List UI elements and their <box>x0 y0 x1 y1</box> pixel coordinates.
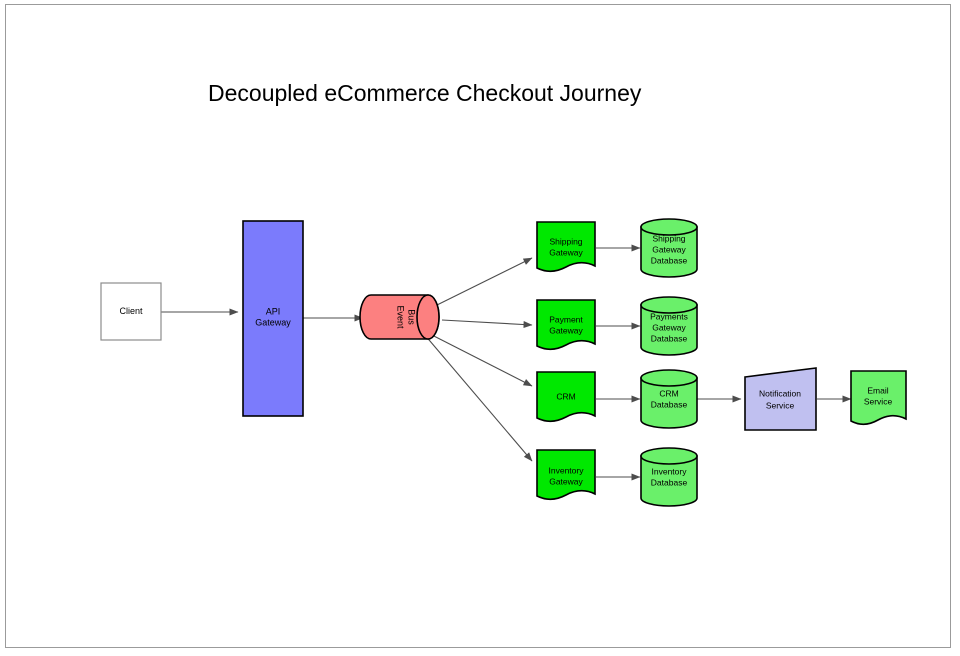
edge-event-bus-to-inventory-gateway <box>423 333 533 462</box>
diagram-canvas <box>5 4 951 648</box>
notification-service-shape <box>744 367 817 431</box>
node-inventory-gateway[interactable]: Inventory Gateway <box>536 449 596 501</box>
crm-database-body <box>640 377 698 429</box>
payments-gateway-database-label-line-2: Gateway <box>652 322 686 332</box>
edge-event-bus-to-shipping-gateway <box>436 257 533 306</box>
email-service-shape <box>850 370 907 426</box>
node-email-service[interactable]: Email Service <box>850 370 907 426</box>
payments-gateway-database-body <box>640 304 698 356</box>
shipping-gateway-label-line-2: Gateway <box>549 247 583 257</box>
shipping-gateway-database-label-line-3: Database <box>651 255 688 265</box>
edge-layer <box>161 244 852 481</box>
inventory-database-body <box>640 455 698 507</box>
node-inventory-database[interactable]: Inventory Database <box>640 447 698 507</box>
node-notification-service[interactable]: Notification Service <box>744 367 817 431</box>
client-shape <box>100 282 162 341</box>
inventory-gateway-label-line-2: Gateway <box>549 476 583 486</box>
crm-shape <box>536 371 596 423</box>
payments-gateway-database-top <box>640 296 698 314</box>
node-crm[interactable]: CRM <box>536 371 596 423</box>
api-gateway-label-line-2: Gateway <box>255 317 291 327</box>
shipping-gateway-database-label-line-2: Gateway <box>652 244 686 254</box>
node-shipping-gateway[interactable]: Shipping Gateway <box>536 221 596 273</box>
event-bus-label-line-2: Bus <box>407 309 417 325</box>
inventory-database-top <box>640 447 698 465</box>
inventory-gateway-label-line-1: Inventory <box>549 465 585 475</box>
event-bus-label-line-1: Event <box>396 305 406 329</box>
crm-database-top <box>640 369 698 387</box>
api-gateway-shape <box>242 220 304 417</box>
shipping-gateway-database-label-line-1: Shipping <box>652 233 685 243</box>
shipping-gateway-database-top <box>640 218 698 236</box>
node-client[interactable]: Client <box>100 282 162 341</box>
notification-service-label-line-2: Service <box>766 400 795 410</box>
shipping-gateway-shape <box>536 221 596 273</box>
payment-gateway-label-line-2: Gateway <box>549 325 583 335</box>
diagram-title: Decoupled eCommerce Checkout Journey <box>208 80 642 106</box>
node-event-bus[interactable]: Event Bus <box>359 294 440 340</box>
crm-database-label-line-1: CRM <box>659 388 678 398</box>
inventory-database-label-line-2: Database <box>651 477 688 487</box>
shipping-gateway-database-body <box>640 226 698 278</box>
node-payment-gateway[interactable]: Payment Gateway <box>536 299 596 351</box>
notification-service-label-line-1: Notification <box>759 388 801 398</box>
node-shipping-gateway-database[interactable]: Shipping Gateway Database <box>640 218 698 278</box>
client-label: Client <box>119 306 143 316</box>
edge-event-bus-to-payment-gateway <box>441 319 533 329</box>
inventory-database-label-line-1: Inventory <box>652 466 688 476</box>
email-service-label-line-2: Service <box>864 396 893 406</box>
node-crm-database[interactable]: CRM Database <box>640 369 698 429</box>
inventory-gateway-shape <box>536 449 596 501</box>
event-bus-cap <box>416 294 440 340</box>
payment-gateway-shape <box>536 299 596 351</box>
crm-label: CRM <box>556 391 575 401</box>
email-service-label-line-1: Email <box>867 385 888 395</box>
crm-database-label-line-2: Database <box>651 399 688 409</box>
payments-gateway-database-label-line-1: Payments <box>650 311 688 321</box>
payment-gateway-label-line-1: Payment <box>549 314 583 324</box>
edge-event-bus-to-crm <box>427 332 533 387</box>
payments-gateway-database-label-line-3: Database <box>651 333 688 343</box>
node-payments-gateway-database[interactable]: Payments Gateway Database <box>640 296 698 356</box>
node-api-gateway[interactable]: API Gateway <box>242 220 304 417</box>
api-gateway-label-line-1: API <box>266 306 281 316</box>
shipping-gateway-label-line-1: Shipping <box>549 236 582 246</box>
